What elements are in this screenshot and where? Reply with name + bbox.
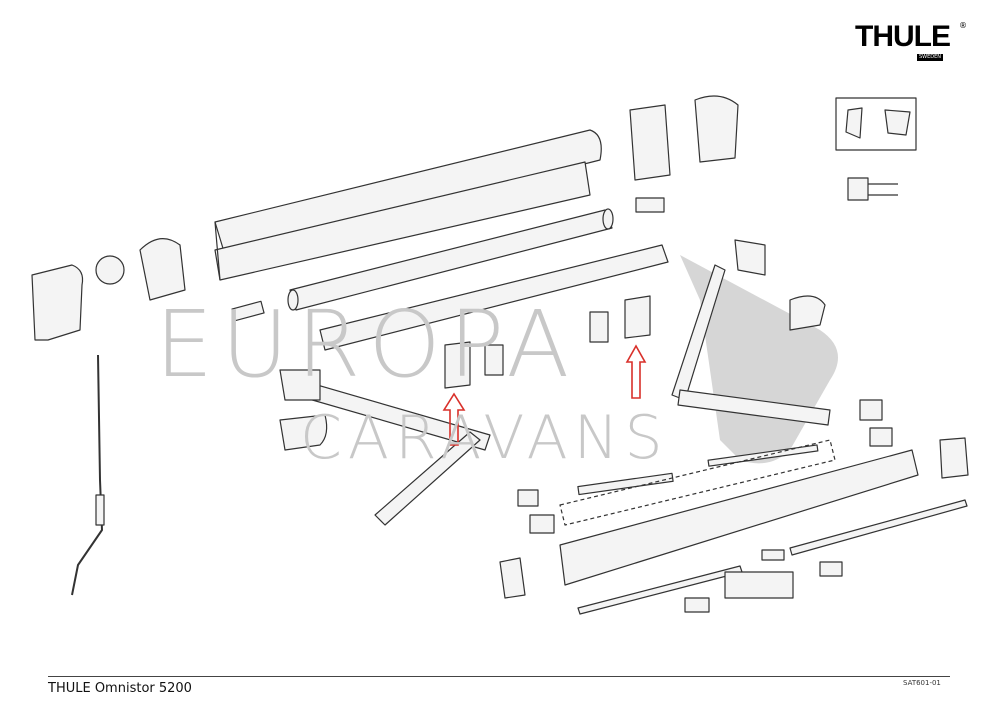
footer-divider bbox=[48, 676, 950, 677]
fabric-profile bbox=[319, 244, 669, 351]
spring-unit bbox=[95, 255, 125, 285]
footer-title: THULE Omnistor 5200 bbox=[48, 681, 192, 696]
front-rail bbox=[559, 449, 919, 586]
end-cover-right bbox=[694, 95, 739, 163]
drawing-code: SAT601-01 bbox=[903, 679, 941, 687]
logo-sub: SWEDEN bbox=[917, 54, 944, 61]
logo-registered: ® bbox=[959, 21, 967, 30]
arrow-up-right bbox=[625, 344, 647, 399]
bracket-plate bbox=[444, 341, 471, 389]
crank-handle bbox=[71, 354, 103, 596]
awning-housing bbox=[214, 129, 602, 256]
end-cover-left bbox=[31, 264, 84, 341]
watermark-car-icon bbox=[680, 255, 838, 464]
thule-logo: THULE SWEDEN ® bbox=[855, 22, 975, 64]
logo-brand: THULE bbox=[855, 20, 951, 53]
gear-unit bbox=[629, 104, 671, 181]
arrow-up-left bbox=[442, 392, 466, 446]
end-bracket-left bbox=[139, 238, 186, 301]
